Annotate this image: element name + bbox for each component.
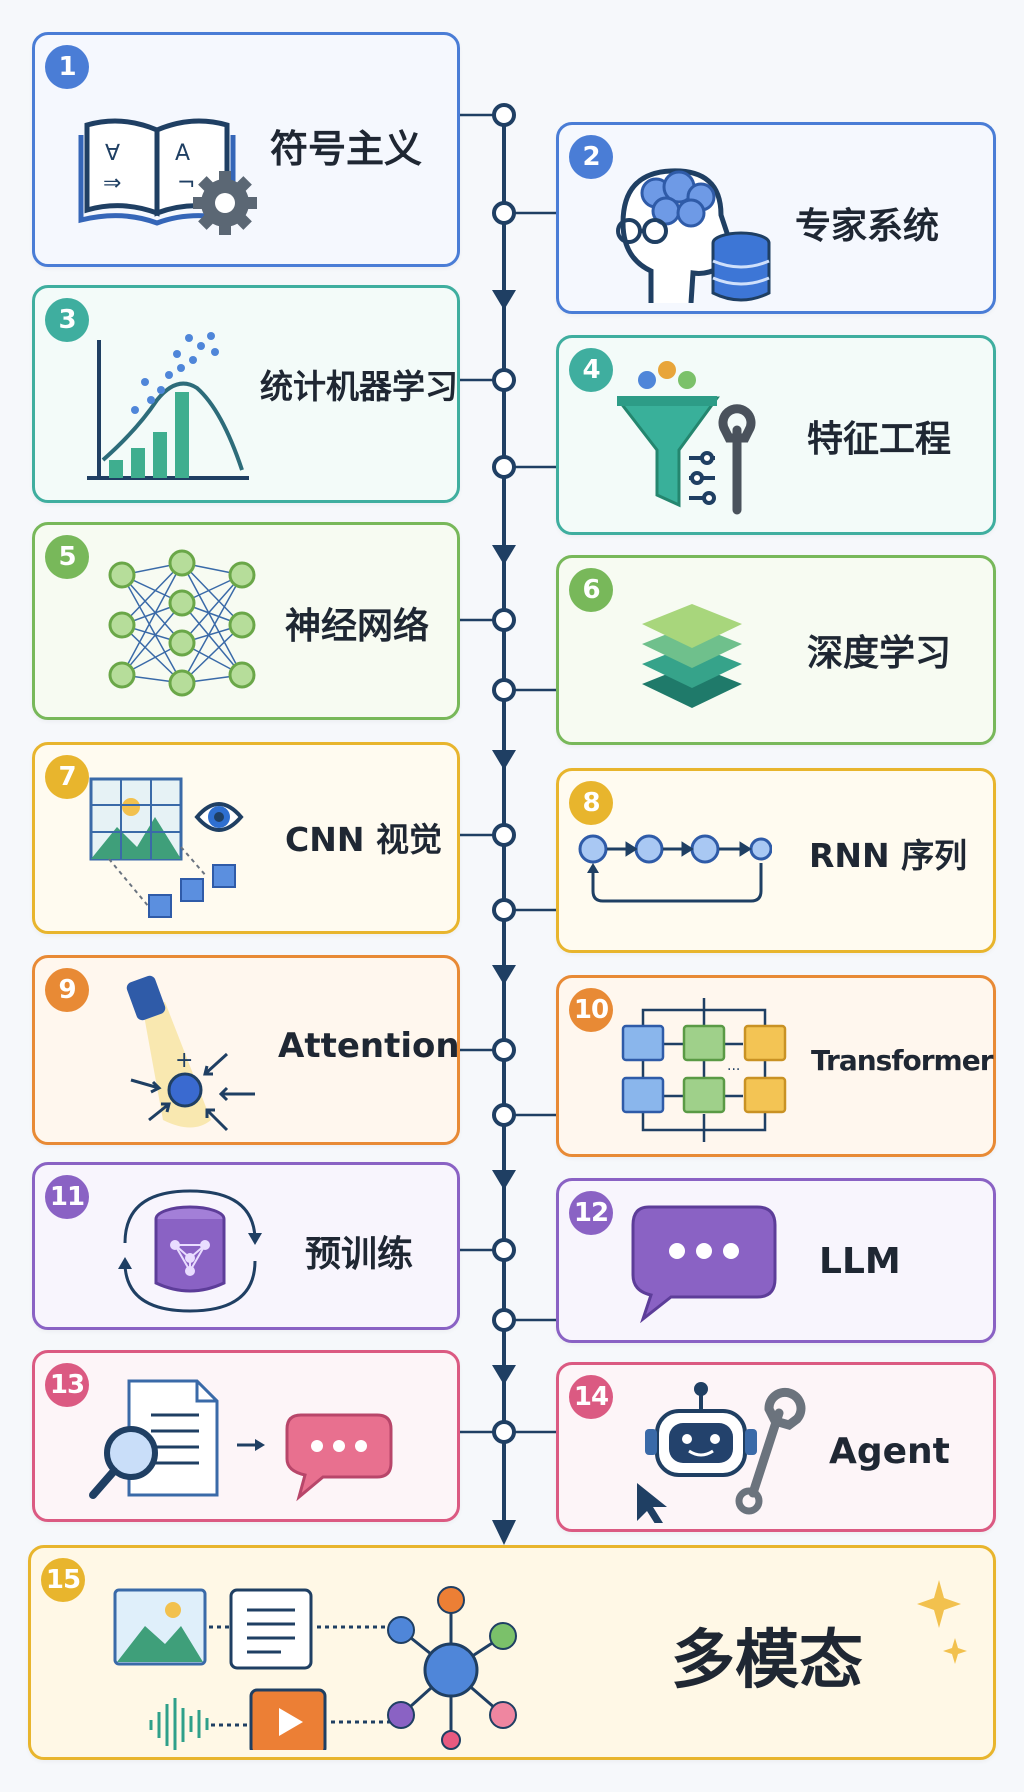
svg-text:¬: ¬	[177, 171, 195, 196]
step-label: 符号主义	[270, 126, 423, 171]
document-search-chat-icon	[87, 1375, 432, 1515]
svg-text:⇒: ⇒	[103, 171, 121, 196]
step-card-12[interactable]: 12 LLM	[556, 1178, 996, 1343]
step-label: 深度学习	[807, 633, 952, 674]
step-label: Attention	[278, 1026, 460, 1066]
step-card-4[interactable]: 4 特征工程	[556, 335, 996, 535]
step-number-badge: 14	[569, 1375, 613, 1419]
step-number-badge: 1	[45, 45, 89, 89]
step-number-badge: 8	[569, 781, 613, 825]
svg-text:A: A	[175, 141, 190, 166]
robot-wrench-icon	[629, 1373, 809, 1523]
sequence-loop-icon	[577, 831, 772, 921]
chat-bubble-icon	[629, 1203, 779, 1323]
step-card-8[interactable]: 8 RNN 序列	[556, 768, 996, 953]
step-number-badge: 11	[45, 1175, 89, 1219]
step-label: 统计机器学习	[260, 367, 458, 406]
step-label: RNN 序列	[809, 836, 968, 875]
transformer-blocks-icon: ···	[619, 992, 789, 1147]
funnel-wrench-icon	[617, 360, 782, 525]
step-card-5[interactable]: 5 神经网络	[32, 522, 460, 720]
step-label: Agent	[829, 1430, 950, 1472]
step-label: Transformer	[811, 1043, 994, 1077]
step-number-badge: 7	[45, 755, 89, 799]
step-card-10[interactable]: 10 ··· Transformer	[556, 975, 996, 1157]
brain-database-icon	[611, 153, 781, 303]
svg-text:+: +	[175, 1048, 193, 1073]
step-number-badge: 13	[45, 1363, 89, 1407]
image-eye-icon	[89, 777, 269, 927]
step-card-6[interactable]: 6 深度学习	[556, 555, 996, 745]
step-number-badge: 6	[569, 568, 613, 612]
step-card-7[interactable]: 7 CNN 视觉	[32, 742, 460, 934]
svg-text:···: ···	[727, 1062, 740, 1078]
step-number-badge: 2	[569, 135, 613, 179]
svg-text:∀: ∀	[105, 141, 120, 166]
statistics-chart-icon	[77, 320, 252, 490]
step-number-badge: 3	[45, 298, 89, 342]
step-card-11[interactable]: 11 预训练	[32, 1162, 460, 1330]
sparkle-icon	[911, 1578, 971, 1678]
step-card-9[interactable]: 9 + Attention	[32, 955, 460, 1145]
step-number-badge: 15	[41, 1558, 85, 1602]
step-label: LLM	[819, 1240, 901, 1282]
step-label: 专家系统	[795, 206, 940, 247]
step-label: CNN 视觉	[285, 820, 442, 859]
step-card-14[interactable]: 14 Agent	[556, 1362, 996, 1532]
step-card-3[interactable]: 3 统计机器学习	[32, 285, 460, 503]
step-card-13[interactable]: 13	[32, 1350, 460, 1522]
step-number-badge: 9	[45, 968, 89, 1012]
step-label: 多模态	[671, 1624, 863, 1698]
spotlight-icon: +	[103, 970, 273, 1140]
step-label: 神经网络	[285, 606, 430, 647]
step-card-1[interactable]: 1 ∀ A ⇒ ¬ 符号主义	[32, 32, 460, 267]
book-gear-icon: ∀ A ⇒ ¬	[77, 105, 257, 235]
step-card-15[interactable]: 15	[28, 1545, 996, 1760]
step-number-badge: 10	[569, 988, 613, 1032]
step-label: 预训练	[305, 1234, 414, 1275]
neural-network-icon	[107, 545, 257, 705]
step-number-badge: 4	[569, 348, 613, 392]
step-label: 特征工程	[807, 419, 952, 460]
database-cycle-icon	[105, 1183, 275, 1318]
step-card-2[interactable]: 2 专家系统	[556, 122, 996, 314]
multimodal-hub-icon	[111, 1570, 631, 1750]
step-number-badge: 12	[569, 1191, 613, 1235]
stacked-layers-icon	[637, 586, 747, 716]
step-number-badge: 5	[45, 535, 89, 579]
